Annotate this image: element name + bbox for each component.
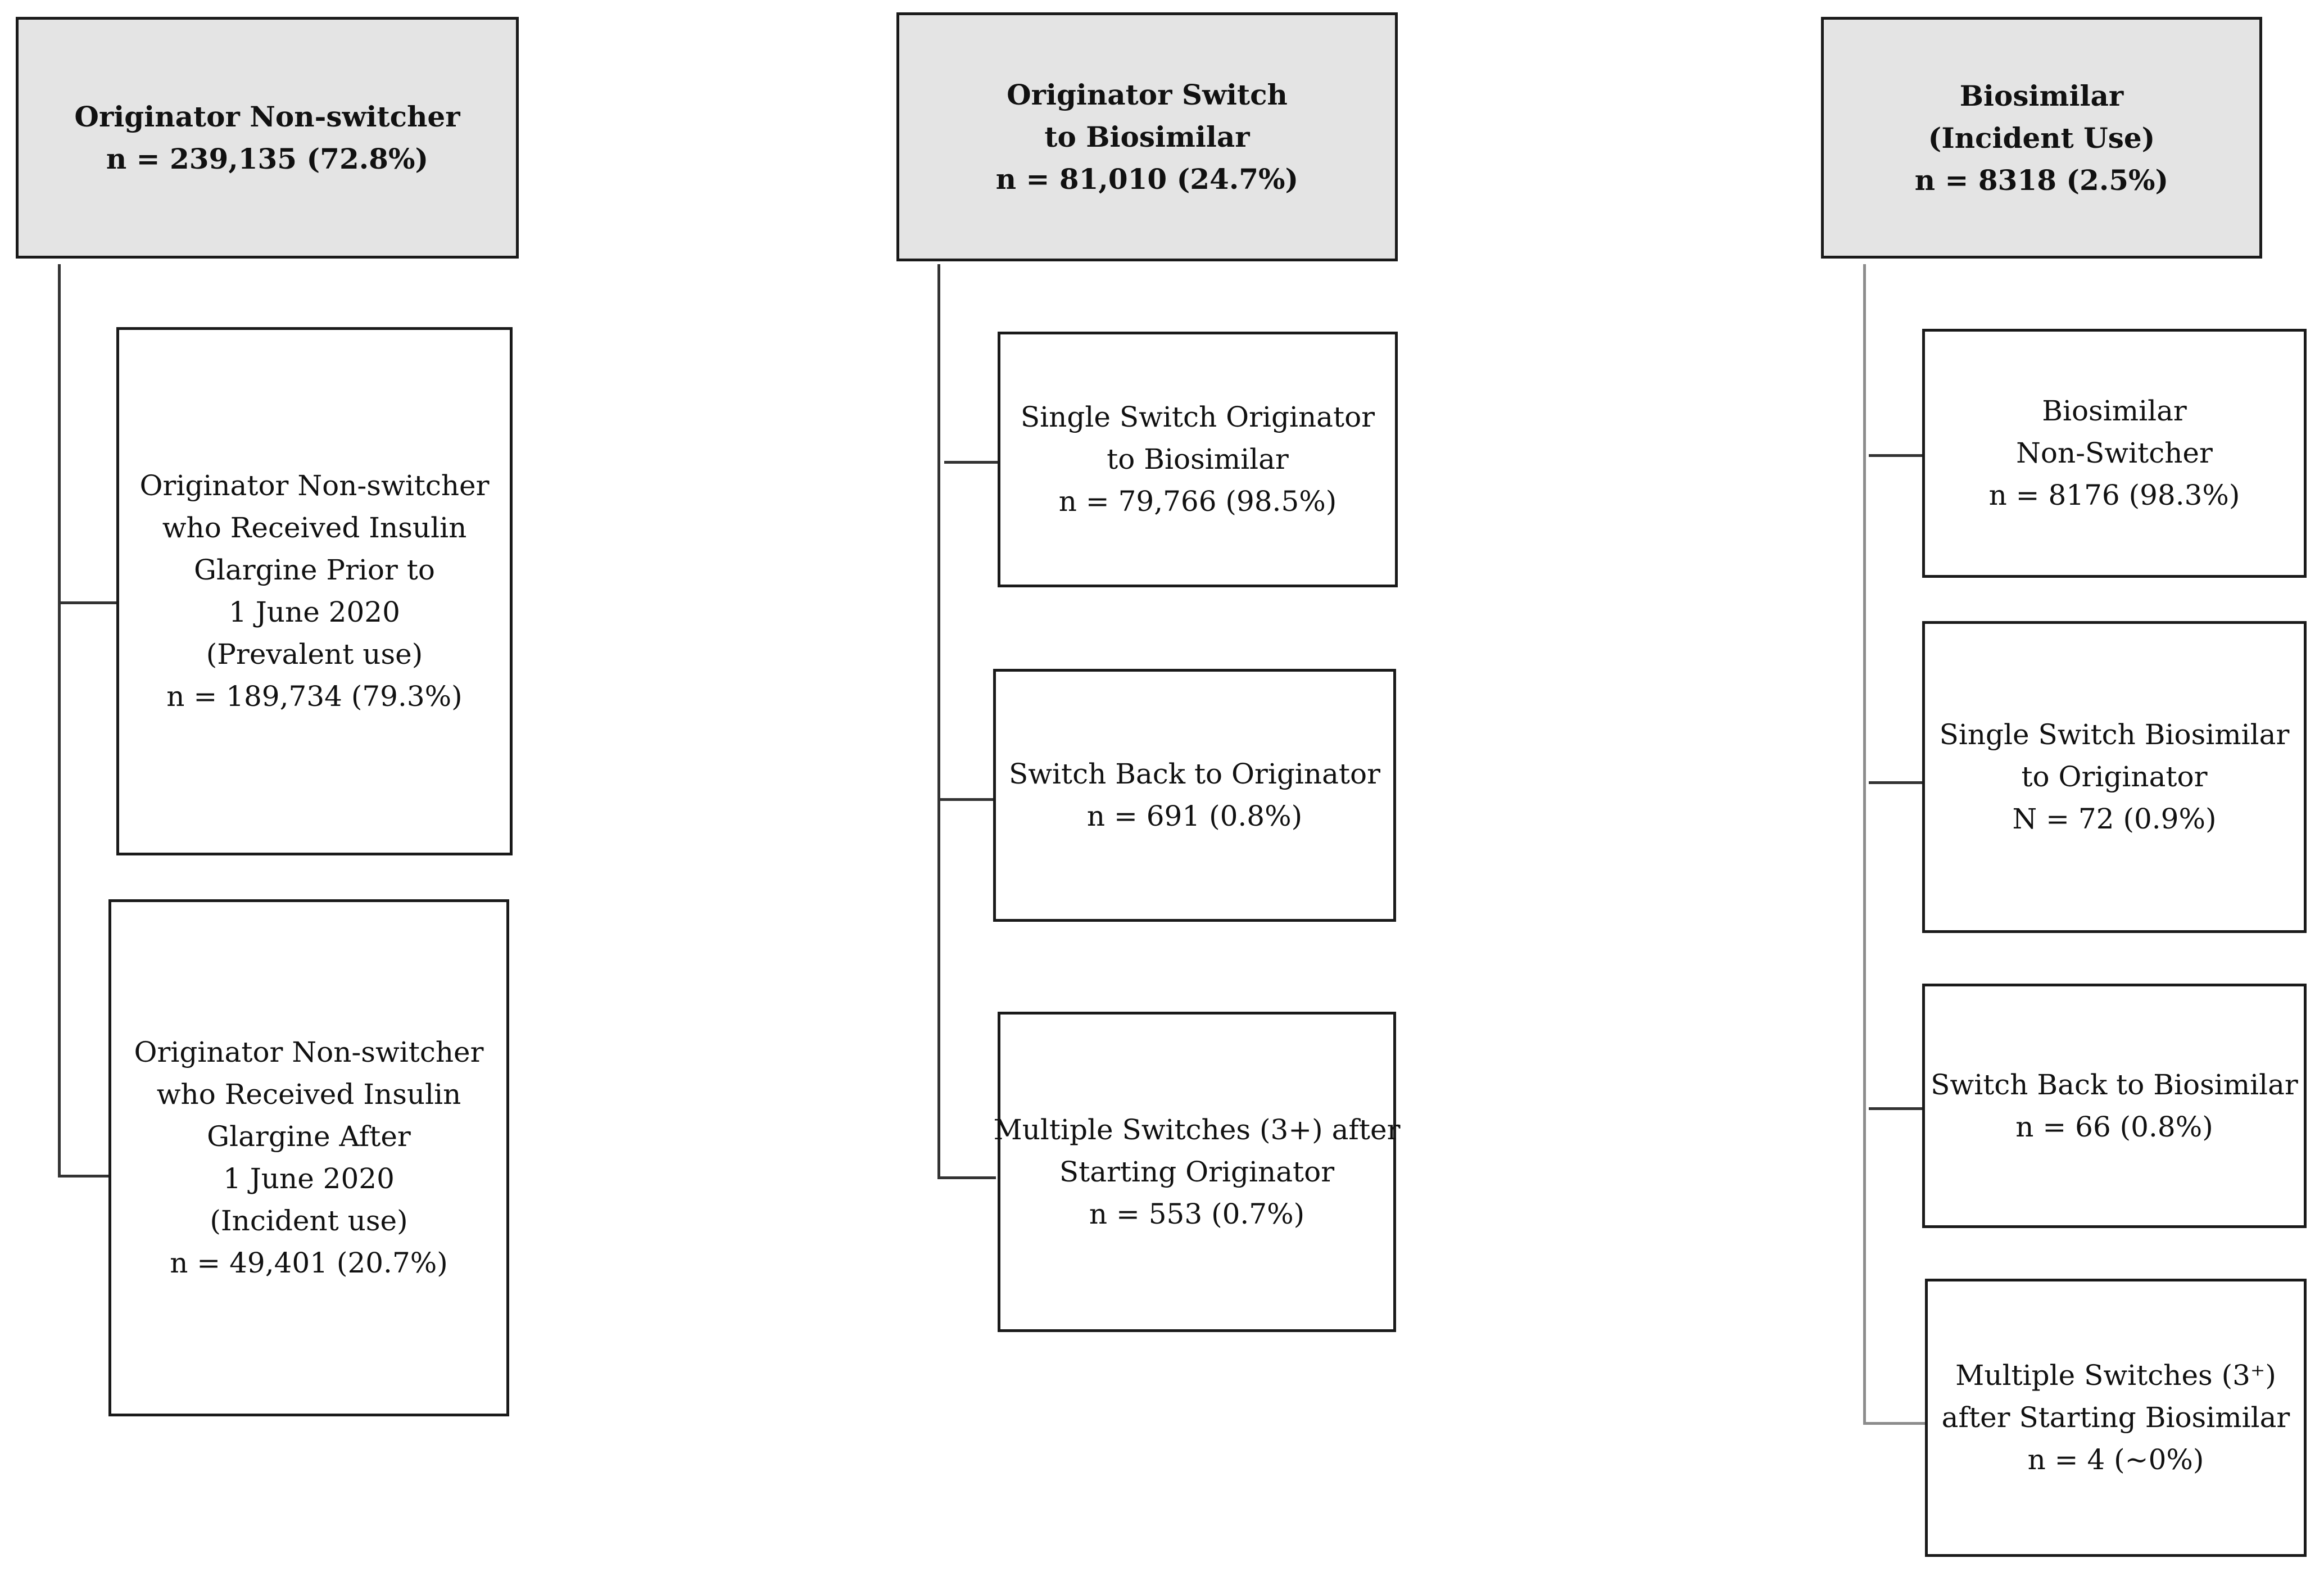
- incident-use-box: Originator Non-switcher who Received Ins…: [108, 899, 509, 1416]
- box-text-line: after Starting Biosimilar: [1941, 1401, 2290, 1434]
- biosimilar-incident-header-box: Biosimilar (Incident Use) n = 8318 (2.5%…: [1821, 17, 2262, 259]
- connector-col2-branch-1: [944, 461, 1000, 464]
- box-text-line: Non-Switcher: [2016, 437, 2213, 469]
- box-text-line: Single Switch Originator: [1020, 401, 1375, 433]
- switch-back-to-originator-box: Switch Back to Originator n = 691 (0.8%): [993, 669, 1396, 922]
- box-text-line: Originator Switch: [1007, 78, 1288, 111]
- box-text-line: 1 June 2020: [229, 596, 400, 628]
- connector-col3-branch-4: [1863, 1422, 1927, 1425]
- box-text-line: Multiple Switches (3+) after: [993, 1113, 1401, 1146]
- box-text-line: (Incident Use): [1928, 121, 2155, 155]
- box-text-line: who Received Insulin: [162, 511, 467, 544]
- box-text-line: Switch Back to Biosimilar: [1931, 1068, 2298, 1101]
- box-text-line: Switch Back to Originator: [1008, 758, 1381, 790]
- single-switch-originator-box: Single Switch Originator to Biosimilar n…: [998, 332, 1398, 587]
- box-text-line: Multiple Switches (3⁺): [1955, 1359, 2276, 1392]
- box-text-line: Originator Non-switcher: [74, 100, 460, 133]
- box-text-line: n = 239,135 (72.8%): [106, 142, 429, 175]
- box-text-line: n = 49,401 (20.7%): [170, 1247, 448, 1279]
- connector-col2-trunk: [937, 264, 940, 1178]
- box-text-line: n = 8318 (2.5%): [1914, 163, 2169, 197]
- biosimilar-non-switcher-box: Biosimilar Non-Switcher n = 8176 (98.3%): [1922, 329, 2307, 578]
- box-text-line: n = 553 (0.7%): [1089, 1197, 1305, 1230]
- multiple-switches-biosimilar-box: Multiple Switches (3⁺) after Starting Bi…: [1925, 1279, 2307, 1557]
- connector-col3-branch-2: [1869, 781, 1923, 784]
- box-text-line: Biosimilar: [2042, 395, 2187, 427]
- connector-col3-branch-3: [1869, 1107, 1923, 1110]
- box-text-line: N = 72 (0.9%): [2012, 803, 2217, 835]
- connector-col2-branch-3: [937, 1176, 996, 1179]
- box-text-line: n = 79,766 (98.5%): [1058, 485, 1337, 518]
- box-text-line: Starting Originator: [1059, 1155, 1335, 1188]
- originator-switch-header-box: Originator Switch to Biosimilar n = 81,0…: [896, 12, 1398, 261]
- box-text-line: Glargine Prior to: [194, 554, 435, 586]
- box-text-line: Originator Non-switcher: [139, 469, 490, 502]
- originator-non-switcher-header-box: Originator Non-switcher n = 239,135 (72.…: [16, 17, 519, 259]
- box-text-line: Biosimilar: [1959, 79, 2124, 112]
- box-text-line: (Incident use): [210, 1204, 408, 1237]
- single-switch-biosimilar-box: Single Switch Biosimilar to Originator N…: [1922, 621, 2307, 933]
- connector-col1-branch-1: [58, 601, 116, 604]
- prevalent-use-box: Originator Non-switcher who Received Ins…: [116, 327, 513, 855]
- box-text-line: Originator Non-switcher: [134, 1036, 484, 1068]
- box-text-line: n = 81,010 (24.7%): [995, 162, 1299, 196]
- connector-col3-branch-1: [1869, 454, 1923, 457]
- box-text-line: n = 66 (0.8%): [2015, 1110, 2213, 1143]
- box-text-line: n = 691 (0.8%): [1086, 800, 1303, 832]
- box-text-line: n = 189,734 (79.3%): [166, 680, 463, 713]
- connector-col3-trunk: [1863, 264, 1866, 1425]
- box-text-line: n = 4 (~0%): [2027, 1443, 2204, 1476]
- connector-col2-branch-2: [937, 798, 996, 801]
- box-text-line: Glargine After: [207, 1120, 411, 1153]
- connector-col1-trunk: [58, 264, 61, 1178]
- box-text-line: 1 June 2020: [223, 1162, 395, 1195]
- box-text-line: Single Switch Biosimilar: [1939, 718, 2290, 751]
- box-text-line: to Biosimilar: [1107, 443, 1289, 475]
- box-text-line: (Prevalent use): [206, 638, 423, 671]
- box-text-line: to Originator: [2021, 760, 2208, 793]
- box-text-line: n = 8176 (98.3%): [1988, 479, 2240, 511]
- box-text-line: who Received Insulin: [156, 1078, 461, 1111]
- box-text-line: to Biosimilar: [1044, 120, 1250, 153]
- multiple-switches-originator-box: Multiple Switches (3+) after Starting Or…: [994, 1012, 1400, 1332]
- switch-back-to-biosimilar-box: Switch Back to Biosimilar n = 66 (0.8%): [1922, 984, 2307, 1228]
- connector-col1-branch-2: [58, 1175, 110, 1178]
